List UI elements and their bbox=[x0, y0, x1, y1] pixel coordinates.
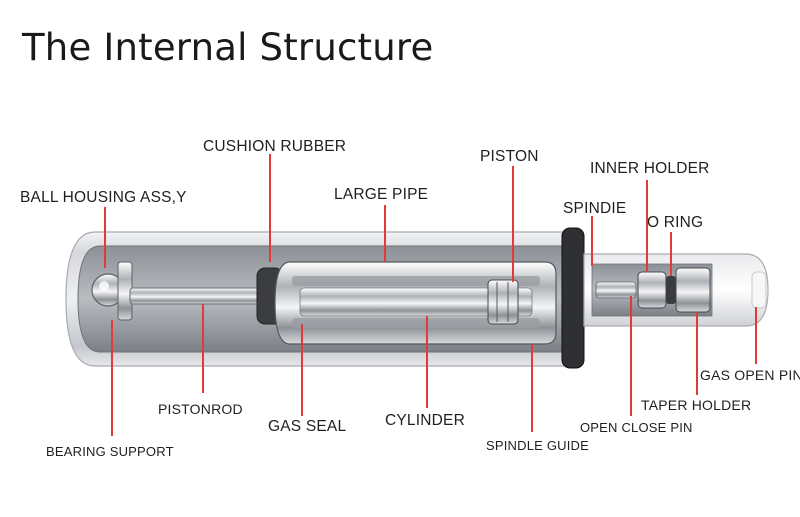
label-o-ring: O RING bbox=[647, 214, 704, 231]
taper-holder-part bbox=[675, 267, 711, 313]
label-spindle-guide: SPINDLE GUIDE bbox=[486, 438, 590, 453]
label-inner-holder: INNER HOLDER bbox=[590, 160, 710, 177]
tube-end-band bbox=[561, 227, 585, 369]
label-taper-holder: TAPER HOLDER bbox=[641, 397, 752, 413]
label-pistonrod: PISTONROD bbox=[158, 401, 243, 417]
label-piston: PISTON bbox=[480, 148, 539, 165]
label-open-close-pin: OPEN CLOSE PIN bbox=[580, 420, 693, 435]
label-gas-open-pin: GAS OPEN PIN bbox=[700, 367, 800, 383]
cylinder-inner bbox=[299, 287, 533, 317]
leader-lines bbox=[104, 154, 757, 436]
label-cylinder: CYLINDER bbox=[385, 412, 465, 429]
inner-holder-part bbox=[637, 271, 667, 309]
label-large-pipe: LARGE PIPE bbox=[334, 186, 429, 203]
page-title: The Internal Structure bbox=[22, 26, 434, 69]
label-ball-housing: BALL HOUSING ASS,Y bbox=[20, 189, 187, 206]
label-cushion-rubber: CUSHION RUBBER bbox=[203, 138, 347, 155]
o-ring-part bbox=[666, 276, 676, 304]
spindle-part bbox=[595, 281, 637, 299]
gas-open-pin-part bbox=[751, 271, 767, 309]
piston-part bbox=[487, 279, 519, 325]
label-spindie: SPINDIE bbox=[563, 200, 627, 217]
label-gas-seal: GAS SEAL bbox=[268, 418, 347, 435]
label-bearing-support: BEARING SUPPORT bbox=[46, 444, 174, 459]
